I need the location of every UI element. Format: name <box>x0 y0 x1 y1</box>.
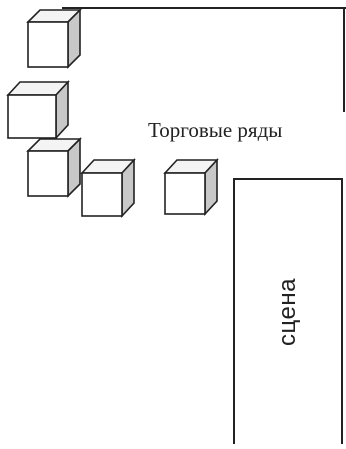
stage-label: сцена <box>274 278 301 346</box>
market-stall-cube <box>26 8 82 69</box>
trading-rows-caption: Торговые ряды <box>148 118 283 142</box>
market-stall-cube <box>80 157 136 219</box>
market-stall-cube <box>6 79 70 141</box>
stage-area: сцена <box>233 178 343 444</box>
market-stall-cube <box>163 157 219 217</box>
market-stall-cube <box>26 137 82 198</box>
